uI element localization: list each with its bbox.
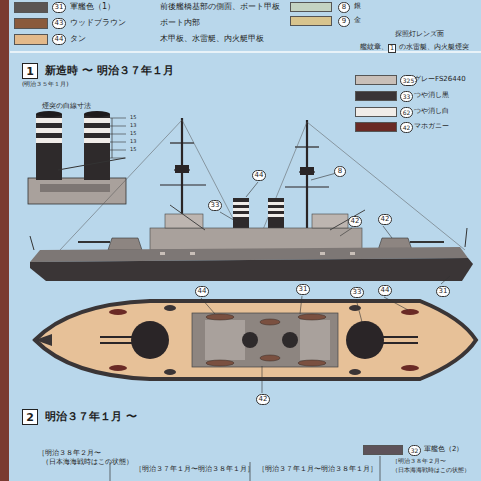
period-brackets (110, 456, 380, 481)
callout-number: 9 (342, 18, 346, 25)
color-swatch (355, 107, 397, 117)
dimension-label: 15 (130, 115, 136, 121)
callout-number: 44 (255, 172, 264, 179)
section-number: 2 (26, 412, 34, 423)
sheet-edge (0, 0, 9, 481)
color-swatch (355, 122, 397, 132)
callout-circle: 44 (378, 285, 392, 296)
callout-circle: 42 (348, 216, 362, 227)
callout-number: 31 (55, 4, 64, 11)
callout-number: 44 (198, 288, 207, 295)
callout-circle: 44 (52, 34, 66, 45)
note-text: 艦紋章、 (360, 44, 388, 51)
dimension-label: 15 (130, 131, 136, 137)
color-swatch (363, 445, 403, 455)
section-heading: 新造時 〜 明治３７年１月 (45, 64, 174, 78)
color-name: 軍艦色（2） (424, 446, 463, 454)
callout-circle: 44 (252, 170, 266, 181)
callout-number: 42 (403, 125, 411, 131)
callout-circle: 33 (208, 200, 222, 211)
note-text: ［明治３８年２月〜 (392, 458, 446, 465)
callout-number: 33 (353, 289, 362, 296)
color-swatch (14, 34, 48, 45)
color-name: つや消し黒 (414, 92, 449, 100)
callout-circle: 8 (334, 166, 346, 177)
dimension-label: 13 (130, 139, 136, 145)
color-name: グレーFS26440 (414, 76, 466, 84)
color-name: 金 (354, 17, 361, 25)
callout-circle: 33 (400, 91, 413, 102)
note-text: 木甲板、水雷艇、内火艇甲板 (160, 35, 264, 44)
callout-circle: 8 (338, 2, 350, 13)
note-text: (明治３５年１月) (22, 81, 69, 88)
callout-number: 42 (351, 218, 360, 225)
color-name: ウッドブラウン (70, 19, 126, 28)
color-name: タン (70, 35, 86, 44)
dimension-label: 15 (130, 147, 136, 153)
note-text: 煙突の白線寸法 (42, 103, 91, 111)
callout-circle: 62 (400, 107, 413, 118)
callout-number: 33 (211, 202, 220, 209)
callout-circle: 9 (338, 16, 350, 27)
callout-circle: 33 (350, 287, 364, 298)
callout-number: 62 (403, 110, 411, 116)
callout-circle: 44 (195, 286, 209, 297)
callout-number: 31 (439, 288, 448, 295)
callout-number: 44 (55, 36, 64, 43)
callout-number: 32 (411, 448, 419, 454)
section-heading: 明治３７年１月 〜 (45, 410, 137, 424)
top-view (35, 301, 476, 379)
callout-number: 42 (381, 216, 390, 223)
note-text: ［明治３７年１月〜明治３８年１月］ (135, 466, 254, 473)
color-name: 銀 (354, 3, 361, 11)
callout-circle: 42 (256, 394, 270, 405)
leader-lines (201, 172, 450, 393)
note-text: （日本海海戦時はこの状態） (392, 467, 470, 474)
callout-number: 43 (55, 20, 64, 27)
color-swatch (290, 16, 332, 26)
callout-circle: 43 (52, 18, 66, 29)
color-swatch (355, 75, 397, 85)
note-text: ［明治３８年２月〜 (38, 450, 101, 457)
callout-circle: 42 (400, 122, 413, 133)
callout-circle: 42 (378, 214, 392, 225)
callout-number: 42 (259, 396, 268, 403)
side-view (30, 118, 473, 281)
funnel-inset (28, 111, 126, 204)
note-text: 前後艦橋基部の側面、ボート甲板 (160, 3, 280, 12)
note-text: ボート内部 (160, 19, 200, 28)
color-name: 軍艦色（1） (70, 3, 115, 12)
callout-number: 31 (299, 286, 308, 293)
callout-number: 325 (403, 78, 414, 84)
color-swatch (14, 2, 48, 13)
callout-number: 33 (403, 94, 411, 100)
note-text: （日本海海戦時はこの状態） (42, 459, 133, 466)
color-name: つや消し白 (414, 108, 449, 116)
callout-number: 8 (342, 4, 346, 11)
color-name: マホガニー (414, 123, 449, 131)
section-box: 1新造時 〜 明治３７年１月 (22, 63, 38, 79)
dimension-label: 13 (130, 123, 136, 129)
divider (10, 51, 481, 53)
color-swatch (290, 2, 332, 12)
section-box: 2明治３７年１月 〜 (22, 409, 38, 425)
color-swatch (14, 18, 48, 29)
callout-circle: 31 (296, 284, 310, 295)
section-number: 1 (26, 66, 34, 77)
callout-number: 8 (338, 168, 342, 175)
boxed-number: 1 (388, 44, 396, 53)
callout-number: 44 (381, 287, 390, 294)
note-text: の水雷艇、内火艇煙突 (399, 44, 469, 51)
note-text: ［明治３７年１月〜明治３８年１月］ (258, 466, 377, 473)
note-text: 探照灯レンズ面 (395, 31, 444, 39)
callout-circle: 31 (52, 2, 66, 13)
callout-circle: 31 (436, 286, 450, 297)
color-swatch (355, 91, 397, 101)
callout-circle: 32 (408, 445, 421, 456)
